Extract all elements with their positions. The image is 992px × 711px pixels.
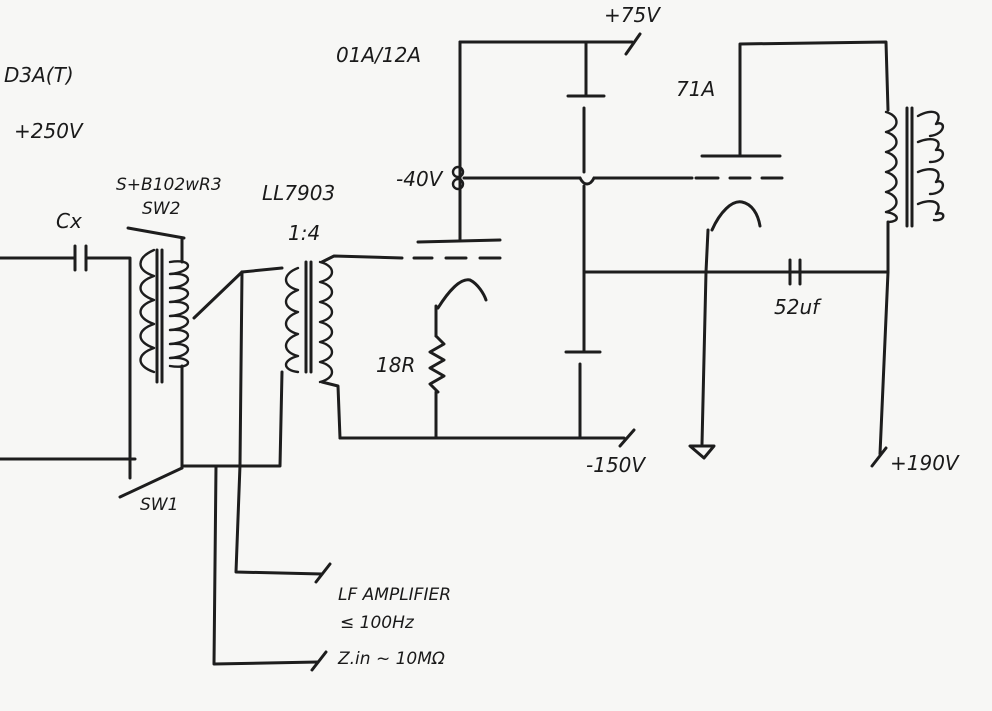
- label-switch1: SW1: [140, 495, 178, 515]
- label-input-transformer: S+B102wR3: [116, 175, 222, 195]
- label-output-tube: 71A: [676, 77, 715, 101]
- label-interstage-transformer: LL7903: [262, 181, 335, 205]
- label-tube-top-left: D3A(T): [4, 63, 74, 87]
- driver-tube: [412, 32, 642, 310]
- output-capacitor: [788, 258, 802, 286]
- switch2-lever: [126, 226, 186, 240]
- label-lf-output-line1: LF AMPLIFIER: [338, 585, 451, 605]
- label-lf-output-line2: ≤ 100Hz: [340, 613, 415, 633]
- grid-bias-node: [451, 165, 694, 191]
- label-supply-left: +250V: [14, 119, 84, 143]
- label-switch2: SW2: [142, 199, 180, 219]
- input-wiring: [0, 256, 137, 480]
- lf-terminals: [310, 562, 332, 672]
- label-ratio: 1:4: [288, 221, 320, 245]
- cathode-resistor: [428, 304, 446, 440]
- switch1-lever: [118, 466, 184, 499]
- interstage-wiring: [180, 266, 324, 666]
- label-cathode-resistor: 18R: [376, 353, 415, 377]
- output-tube: [688, 40, 890, 460]
- label-grid-bias: -40V: [396, 167, 444, 191]
- coupling-capacitor-cx: [73, 244, 88, 272]
- label-output-cap: 52uf: [774, 295, 822, 319]
- label-driver-tube: 01A/12A: [336, 43, 421, 67]
- label-output-supply: +190V: [890, 451, 960, 475]
- label-lf-output-line3: Z.in ~ 10MΩ: [337, 649, 445, 669]
- output-transformer: [870, 106, 945, 468]
- input-transformer: [139, 236, 244, 470]
- label-coupling-cap: Cx: [56, 209, 82, 233]
- interstage-transformer: [284, 254, 404, 440]
- label-plate-supply-top: +75V: [604, 3, 661, 27]
- supply-column: [338, 40, 890, 448]
- label-neg-supply: -150V: [586, 453, 646, 477]
